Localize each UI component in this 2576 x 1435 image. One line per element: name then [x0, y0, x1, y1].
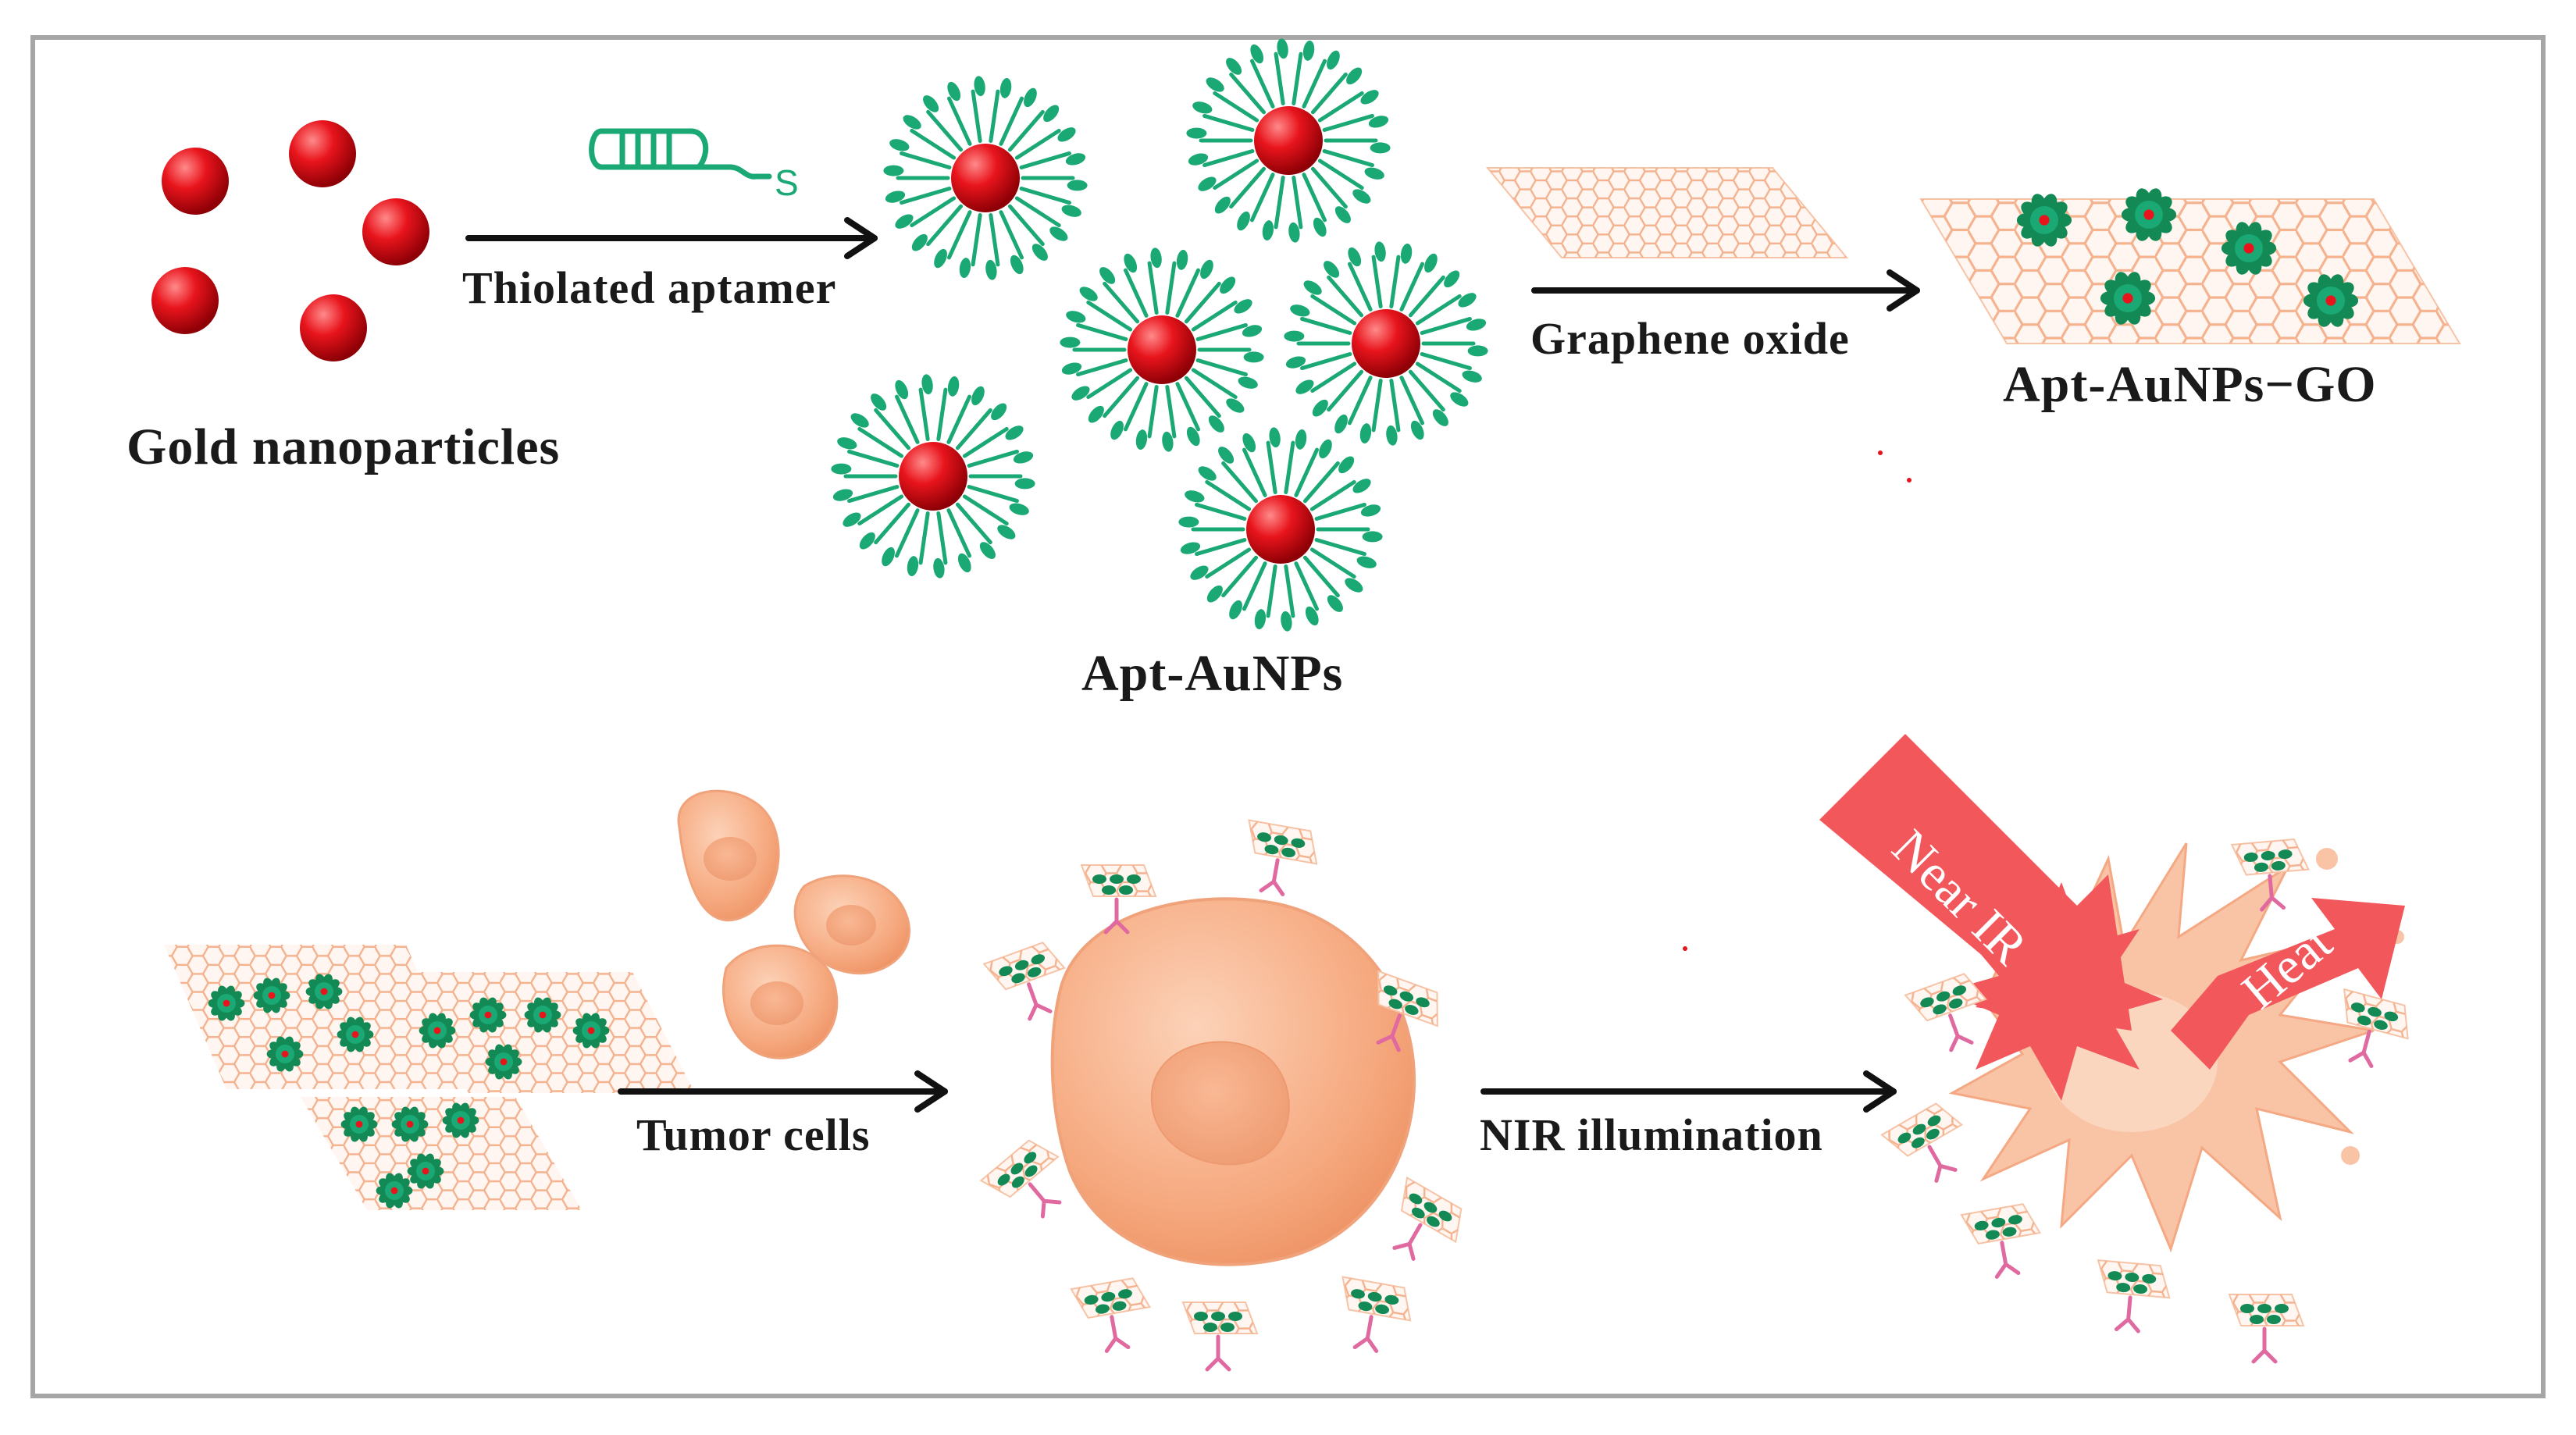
- go-bound-nanoparticles: [2016, 188, 2359, 327]
- bound-complex: [979, 1139, 1062, 1219]
- apt-aunps-go-sheets-stack: [164, 945, 695, 1210]
- gold-nanoparticle: [162, 148, 229, 215]
- gold-nanoparticle: [300, 294, 367, 361]
- apt-aunp: [883, 76, 1088, 280]
- gold-nanoparticle: [151, 267, 219, 334]
- go-nanoparticle: [2100, 272, 2156, 325]
- go-nanoparticle: [266, 1036, 304, 1072]
- burst-bound-complexes: [1880, 838, 2409, 1364]
- aptamer-icon: [589, 128, 772, 180]
- bound-complex: [1080, 864, 1157, 935]
- label-gold-nanoparticles: Gold nanoparticles: [126, 418, 561, 475]
- bound-complex: [1960, 1203, 2041, 1279]
- apt-aunp: [1284, 241, 1488, 446]
- stack-bound-nanoparticles: [208, 974, 610, 1209]
- apt-aunp: [1186, 38, 1391, 243]
- arrow-nir-illumination: [1480, 1070, 1897, 1113]
- gold-nanoparticles-group: [151, 120, 429, 361]
- aptamer-thiol-symbol: S: [775, 162, 799, 203]
- go-nanoparticle: [485, 1044, 522, 1080]
- go-nanoparticle: [442, 1102, 479, 1138]
- apt-aunp: [1178, 427, 1383, 632]
- speck: [1878, 450, 1883, 455]
- go-nanoparticle: [376, 1173, 413, 1209]
- bound-complex: [1392, 1176, 1463, 1261]
- go-nanoparticle: [407, 1153, 444, 1189]
- arrow-graphene-oxide: [1531, 269, 1920, 312]
- go-nanoparticle: [391, 1106, 429, 1142]
- go-nanoparticle: [305, 974, 343, 1009]
- bound-complex: [2230, 838, 2310, 912]
- go-nanoparticle: [469, 997, 507, 1033]
- arrow-tumor-cells: [618, 1070, 948, 1113]
- heat-arrow: [2171, 898, 2405, 1070]
- go-nanoparticle: [572, 1013, 610, 1049]
- bound-complex: [1880, 1102, 1964, 1183]
- tumor-cell-large: [1050, 897, 1416, 1266]
- go-nanoparticle: [2121, 188, 2177, 241]
- label-tumor-cells: Tumor cells: [636, 1109, 871, 1160]
- label-apt-aunps-go: Apt-AuNPs−GO: [2003, 356, 2377, 413]
- arrow-thiolated-aptamer: [465, 217, 878, 259]
- go-nanoparticle: [340, 1106, 378, 1142]
- go-nanoparticle: [208, 985, 245, 1021]
- go-nanoparticle: [337, 1017, 374, 1052]
- energy-starburst: [1944, 882, 2163, 1101]
- apt-aunps-go-sheet: [1919, 198, 2461, 344]
- go-nanoparticle: [2303, 274, 2359, 327]
- bound-complex: [1341, 1276, 1412, 1353]
- label-thiolated-aptamer: Thiolated aptamer: [462, 262, 837, 313]
- apt-aunps-group: [831, 38, 1488, 632]
- cell-bound-complexes: [979, 819, 1463, 1372]
- label-nir-illumination: NIR illumination: [1480, 1109, 1823, 1160]
- bound-complex: [1376, 970, 1438, 1052]
- gold-nanoparticle: [362, 198, 429, 265]
- bound-complex: [2343, 988, 2409, 1068]
- gold-nanoparticle: [289, 120, 356, 187]
- go-nanoparticle: [253, 977, 290, 1013]
- bound-complex: [1070, 1277, 1151, 1353]
- speck: [1683, 946, 1687, 951]
- bound-complex: [982, 942, 1066, 1021]
- apt-aunp: [831, 374, 1035, 579]
- bound-complex: [1181, 1301, 1259, 1372]
- bound-complex: [1904, 973, 1987, 1052]
- go-nanoparticle: [2221, 222, 2277, 275]
- bound-complex: [2097, 1259, 2171, 1334]
- apt-aunp: [1060, 247, 1264, 452]
- bound-complex: [2228, 1294, 2305, 1364]
- go-nanoparticle: [524, 997, 561, 1033]
- go-nanoparticle: [419, 1013, 456, 1049]
- bound-complex: [1248, 819, 1318, 896]
- label-apt-aunps: Apt-AuNPs: [1081, 645, 1344, 702]
- go-nanoparticle: [2016, 194, 2072, 247]
- label-graphene-oxide: Graphene oxide: [1530, 313, 1850, 364]
- tumor-cells-small: [677, 789, 911, 1059]
- graphene-oxide-sheet: [1485, 167, 1849, 258]
- speck: [1907, 478, 1912, 482]
